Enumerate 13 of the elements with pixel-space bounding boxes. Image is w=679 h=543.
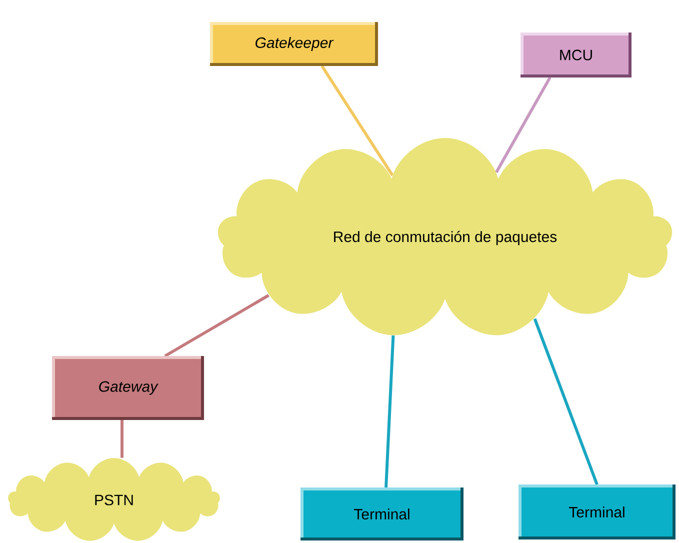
process-box: Terminal	[518, 484, 676, 540]
connector-line	[320, 65, 394, 176]
process-box: Terminal	[300, 488, 464, 540]
connector-line	[533, 318, 598, 486]
connector-line	[384, 335, 395, 488]
connector-line	[120, 420, 124, 458]
process-box: MCU	[520, 32, 632, 78]
connector-line	[495, 76, 552, 174]
cloud: Red de conmutación de paquetes	[218, 138, 672, 336]
process-box: Gateway	[52, 356, 204, 420]
connector-line	[164, 294, 270, 358]
cloud: PSTN	[8, 458, 220, 541]
process-box: Gatekeeper	[210, 22, 378, 66]
